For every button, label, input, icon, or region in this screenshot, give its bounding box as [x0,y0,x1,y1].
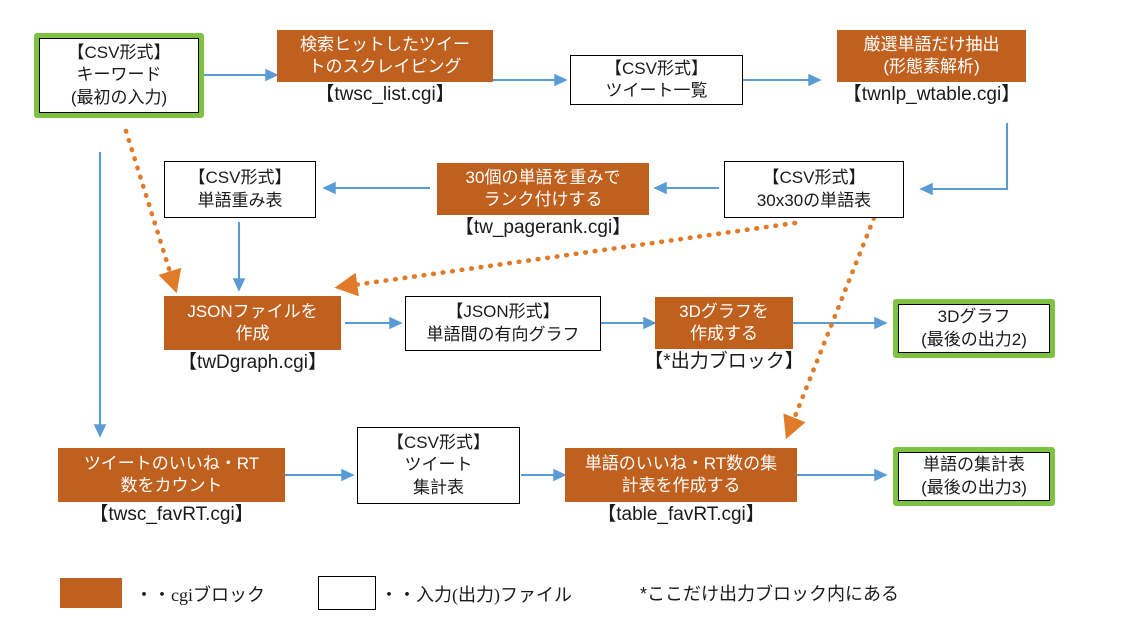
node-tweet-summary-table-line-1: 【CSV形式】 [387,433,490,453]
node-make-3d-graph-line-1: 3Dグラフを [679,302,769,322]
node-pagerank-line-1: 30個の単語を重みで [465,168,621,188]
node-tweet-list[interactable]: 【CSV形式】 ツイート一覧 [570,55,743,105]
node-word-weight-table-line-1: 【CSV形式】 [188,168,292,188]
node-word-matrix-line-1: 【CSV形式】 [762,168,866,188]
node-count-fav-rt-caption: 【twsc_favRT.cgi】 [89,504,254,525]
legend-note: *ここだけ出力ブロック内にある [640,584,900,604]
node-extract-words[interactable]: 厳選単語だけ抽出 (形態素解析) 【twnlp_wtable.cgi】 [837,30,1026,105]
node-keyword-input-line-2: キーワード [76,65,162,85]
node-make-json-line-2: 作成 [235,324,270,343]
node-directed-graph-line-1: 【JSON形式】 [446,302,560,322]
node-keyword-input-line-3: (最初の入力) [70,87,168,107]
node-make-3d-graph[interactable]: 3Dグラフを 作成する 【*出力ブロック】 [644,297,804,372]
node-tweet-summary-table-line-2: ツイート [404,455,473,475]
node-tweet-list-line-1: 【CSV形式】 [605,58,708,78]
node-directed-graph[interactable]: 【JSON形式】 単語間の有向グラフ [405,296,601,351]
node-make-word-table-line-2: 計表を作成する [621,476,741,495]
node-make-json-caption: 【twDgraph.cgi】 [178,352,327,373]
node-make-3d-graph-caption: 【*出力ブロック】 [644,351,804,372]
node-pagerank-line-2: ランク付けする [483,190,603,209]
node-make-3d-graph-line-2: 作成する [689,324,758,343]
node-extract-words-line-1: 厳選単語だけ抽出 [863,35,1000,55]
node-make-word-table[interactable]: 単語のいいね・RT数の集 計表を作成する 【table_favRT.cgi】 [565,448,797,525]
node-tweet-summary-table-line-3: 集計表 [413,477,464,497]
node-word-matrix-line-2: 30x30の単語表 [756,190,872,210]
node-make-json[interactable]: JSONファイルを 作成 【twDgraph.cgi】 [164,296,341,373]
legend-swatch-file [318,576,376,610]
node-scrape-tweets-caption: 【twsc_list.cgi】 [315,84,455,105]
node-tweet-list-line-2: ツイート一覧 [605,81,708,100]
node-scrape-tweets-line-2: トのスクレイピング [308,57,462,76]
node-word-matrix[interactable]: 【CSV形式】 30x30の単語表 [724,161,904,218]
arrow-extract-to-matrix [919,123,1009,196]
node-count-fav-rt-line-2: 数をカウント [120,476,223,495]
node-count-fav-rt[interactable]: ツイートのいいね・RT 数をカウント 【twsc_favRT.cgi】 [58,448,285,525]
node-output-word-table-line-2: (最後の出力3) [921,477,1027,497]
node-count-fav-rt-line-1: ツイートのいいね・RT [83,454,260,474]
node-output-word-table-line-1: 単語の集計表 [923,455,1025,475]
node-extract-words-line-2: (形態素解析) [883,57,980,76]
node-output-3d-graph-line-1: 3Dグラフ [937,307,1011,327]
node-keyword-input[interactable]: 【CSV形式】 キーワード (最初の入力) [34,33,204,118]
node-output-word-table[interactable]: 単語の集計表 (最後の出力3) [893,447,1055,506]
node-scrape-tweets-line-1: 検索ヒットしたツイー [300,35,470,55]
node-scrape-tweets[interactable]: 検索ヒットしたツイー トのスクレイピング 【twsc_list.cgi】 [277,30,493,105]
node-make-json-line-1: JSONファイルを [187,302,318,322]
node-extract-words-caption: 【twnlp_wtable.cgi】 [842,84,1021,105]
node-pagerank[interactable]: 30個の単語を重みで ランク付けする 【tw_pagerank.cgi】 [437,163,649,238]
node-directed-graph-line-2: 単語間の有向グラフ [426,324,580,344]
node-output-3d-graph-line-2: (最後の出力2) [921,329,1027,349]
node-tweet-summary-table[interactable]: 【CSV形式】 ツイート 集計表 [357,427,520,504]
node-word-weight-table[interactable]: 【CSV形式】 単語重み表 [164,161,316,218]
node-make-word-table-line-1: 単語のいいね・RT数の集 [584,454,778,474]
legend-label-cgi: ・・cgiブロック [135,585,265,605]
node-make-word-table-caption: 【table_favRT.cgi】 [597,504,765,525]
legend-label-file: ・・入力(出力)ファイル [380,585,572,605]
legend-swatch-cgi [60,578,122,608]
node-pagerank-caption: 【tw_pagerank.cgi】 [454,217,632,238]
node-word-weight-table-line-2: 単語重み表 [197,190,283,210]
node-keyword-input-line-1: 【CSV形式】 [67,42,171,62]
dotted-arrow-matrix-to-wordtable [783,215,877,440]
node-output-3d-graph[interactable]: 3Dグラフ (最後の出力2) [893,299,1055,358]
